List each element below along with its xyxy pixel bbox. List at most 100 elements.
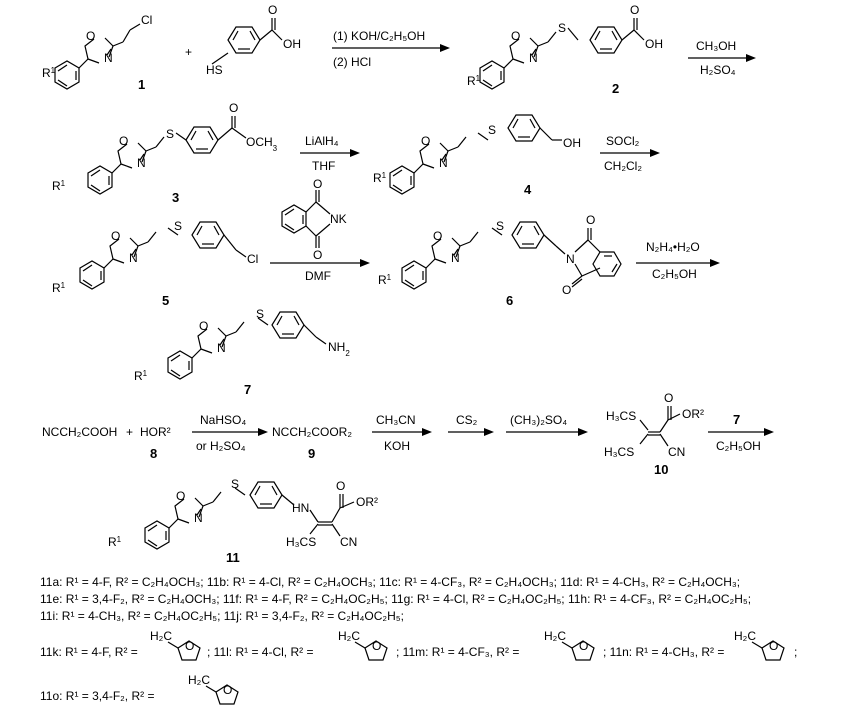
thf-O-11n: O bbox=[769, 639, 778, 653]
condition-step6b: C₂H₅OH bbox=[652, 267, 697, 281]
condition-step10a: (CH₃)₂SO₄ bbox=[510, 413, 567, 427]
compound-label-2: 2 bbox=[612, 81, 619, 96]
condition-step3a: LiAlH₄ bbox=[305, 134, 339, 148]
atom-O: O bbox=[86, 29, 95, 43]
atom-S: S bbox=[256, 307, 264, 321]
condition-step2b: H₂SO₄ bbox=[700, 63, 736, 77]
compound-5-structure bbox=[79, 221, 247, 290]
condition-step7b: or H₂SO₄ bbox=[196, 439, 246, 453]
thf-ch2-11n: H₂C bbox=[734, 629, 756, 643]
compound-3-structure bbox=[87, 116, 247, 195]
atom-S: S bbox=[496, 219, 504, 233]
atom-O: O bbox=[336, 479, 345, 493]
compound-10-structure bbox=[639, 406, 681, 447]
substituent-R1: R1 bbox=[373, 171, 387, 186]
atom-O: O bbox=[229, 101, 238, 115]
compound-label-5: 5 bbox=[162, 293, 169, 308]
atom-O: O bbox=[511, 29, 520, 43]
legend-line-3: 11i: R¹ = 4-CH₃, R² = C₂H₄OC₂H₅; 11j: R¹… bbox=[40, 609, 404, 623]
thf-ring-11l bbox=[354, 640, 388, 661]
legend-line-4a: 11k: R¹ = 4-F, R² = bbox=[40, 645, 138, 659]
condition-step6a: N₂H₄•H₂O bbox=[646, 240, 700, 254]
atom-O: O bbox=[586, 213, 595, 227]
atom-N: N bbox=[104, 51, 113, 65]
atom-N: N bbox=[137, 156, 146, 170]
thf-O-11o: O bbox=[223, 683, 232, 697]
thf-ch2-11k: H₂C bbox=[150, 629, 172, 643]
substituent-R1: R1 bbox=[108, 535, 122, 550]
compound-label-4: 4 bbox=[524, 182, 532, 197]
reagent-alcohol: HOR² bbox=[140, 425, 171, 439]
condition-step2a: CH₃OH bbox=[696, 39, 736, 53]
substituent-R1: R1 bbox=[52, 179, 66, 194]
compound-6-structure bbox=[401, 221, 622, 290]
legend-line-5a: 11o: R¹ = 3,4-F₂, R² = bbox=[40, 689, 155, 703]
atom-S: S bbox=[558, 21, 566, 35]
plus-sign-1: + bbox=[185, 45, 192, 59]
atom-N: N bbox=[439, 156, 448, 170]
compound-label-9: 9 bbox=[308, 446, 315, 461]
atom-O: O bbox=[433, 229, 442, 243]
thf-O-11l: O bbox=[372, 639, 381, 653]
legend-line-4b: ; 11l: R¹ = 4-Cl, R² = bbox=[207, 645, 314, 659]
compound-11-structure bbox=[144, 481, 355, 550]
atom-O: O bbox=[119, 134, 128, 148]
legend-line-4c: ; 11m: R¹ = 4-CF₃, R² = bbox=[396, 645, 520, 659]
thf-ring-11n bbox=[751, 640, 785, 661]
condition-step11b: C₂H₅OH bbox=[716, 439, 761, 453]
condition-step3b: THF bbox=[312, 159, 335, 173]
atom-S: S bbox=[174, 219, 182, 233]
atom-O: O bbox=[630, 3, 639, 17]
condition-step4a: SOCl₂ bbox=[606, 134, 640, 148]
atom-S: S bbox=[231, 477, 239, 491]
atom-HS: HS bbox=[206, 63, 223, 77]
group-CN: CN bbox=[340, 535, 357, 549]
atom-NH2: NH2 bbox=[328, 340, 350, 358]
compound-label-3: 3 bbox=[172, 190, 179, 205]
reagent-cyanoacetic-acid: NCCH₂COOH bbox=[42, 425, 117, 439]
reagent-cyanoacetate-ester: NCCH₂COOR₂ bbox=[272, 425, 352, 439]
legend-line-4e: ; bbox=[794, 645, 798, 659]
atom-O: O bbox=[313, 248, 322, 262]
atom-N: N bbox=[217, 341, 226, 355]
compound-label-6: 6 bbox=[506, 293, 513, 308]
plus-sign-2: + bbox=[126, 425, 133, 439]
potassium-phthalimide-structure bbox=[281, 190, 331, 248]
compound-7-structure bbox=[167, 311, 327, 380]
atom-Cl: Cl bbox=[247, 252, 258, 266]
condition-step5b: DMF bbox=[305, 269, 331, 283]
atom-OH: OH bbox=[563, 136, 581, 150]
atom-Cl: Cl bbox=[141, 13, 152, 27]
atom-O: O bbox=[111, 229, 120, 243]
thf-ring-11o bbox=[205, 684, 239, 705]
thf-O-11k: O bbox=[185, 639, 194, 653]
atom-NK: NK bbox=[330, 212, 347, 226]
atom-O: O bbox=[562, 283, 571, 297]
group-CN: CN bbox=[668, 445, 685, 459]
substituent-R1: R1 bbox=[42, 66, 56, 81]
atom-O: O bbox=[664, 391, 673, 405]
thf-O-11m: O bbox=[579, 639, 588, 653]
atom-OH: OH bbox=[645, 37, 663, 51]
compound-label-1: 1 bbox=[138, 77, 145, 92]
legend-line-4d: ; 11n: R¹ = 4-CH₃, R² = bbox=[603, 645, 725, 659]
condition-step11a: 7 bbox=[733, 412, 740, 427]
atom-N: N bbox=[529, 51, 538, 65]
reagent-h3cs-11: H₃CS bbox=[286, 535, 316, 549]
condition-step1b: (2) HCl bbox=[333, 55, 371, 69]
thf-ring-11k bbox=[167, 640, 201, 661]
legend-line-2: 11e: R¹ = 3,4-F₂, R² = C₂H₄OCH₃; 11f: R¹… bbox=[40, 592, 752, 606]
condition-step9a: CS₂ bbox=[456, 413, 478, 427]
atom-O: O bbox=[268, 3, 277, 17]
thf-ch2-11o: H₂C bbox=[188, 673, 210, 687]
group-OR2: OR² bbox=[356, 495, 378, 509]
atom-N: N bbox=[566, 252, 575, 266]
substituent-R1: R1 bbox=[378, 273, 392, 288]
atom-O: O bbox=[421, 134, 430, 148]
compound-label-10: 10 bbox=[654, 462, 668, 477]
atom-O: O bbox=[199, 319, 208, 333]
atom-OCH3: OCH3 bbox=[246, 135, 278, 153]
compound-label-11: 11 bbox=[226, 550, 240, 565]
atom-S: S bbox=[166, 127, 174, 141]
atom-N: N bbox=[129, 251, 138, 265]
